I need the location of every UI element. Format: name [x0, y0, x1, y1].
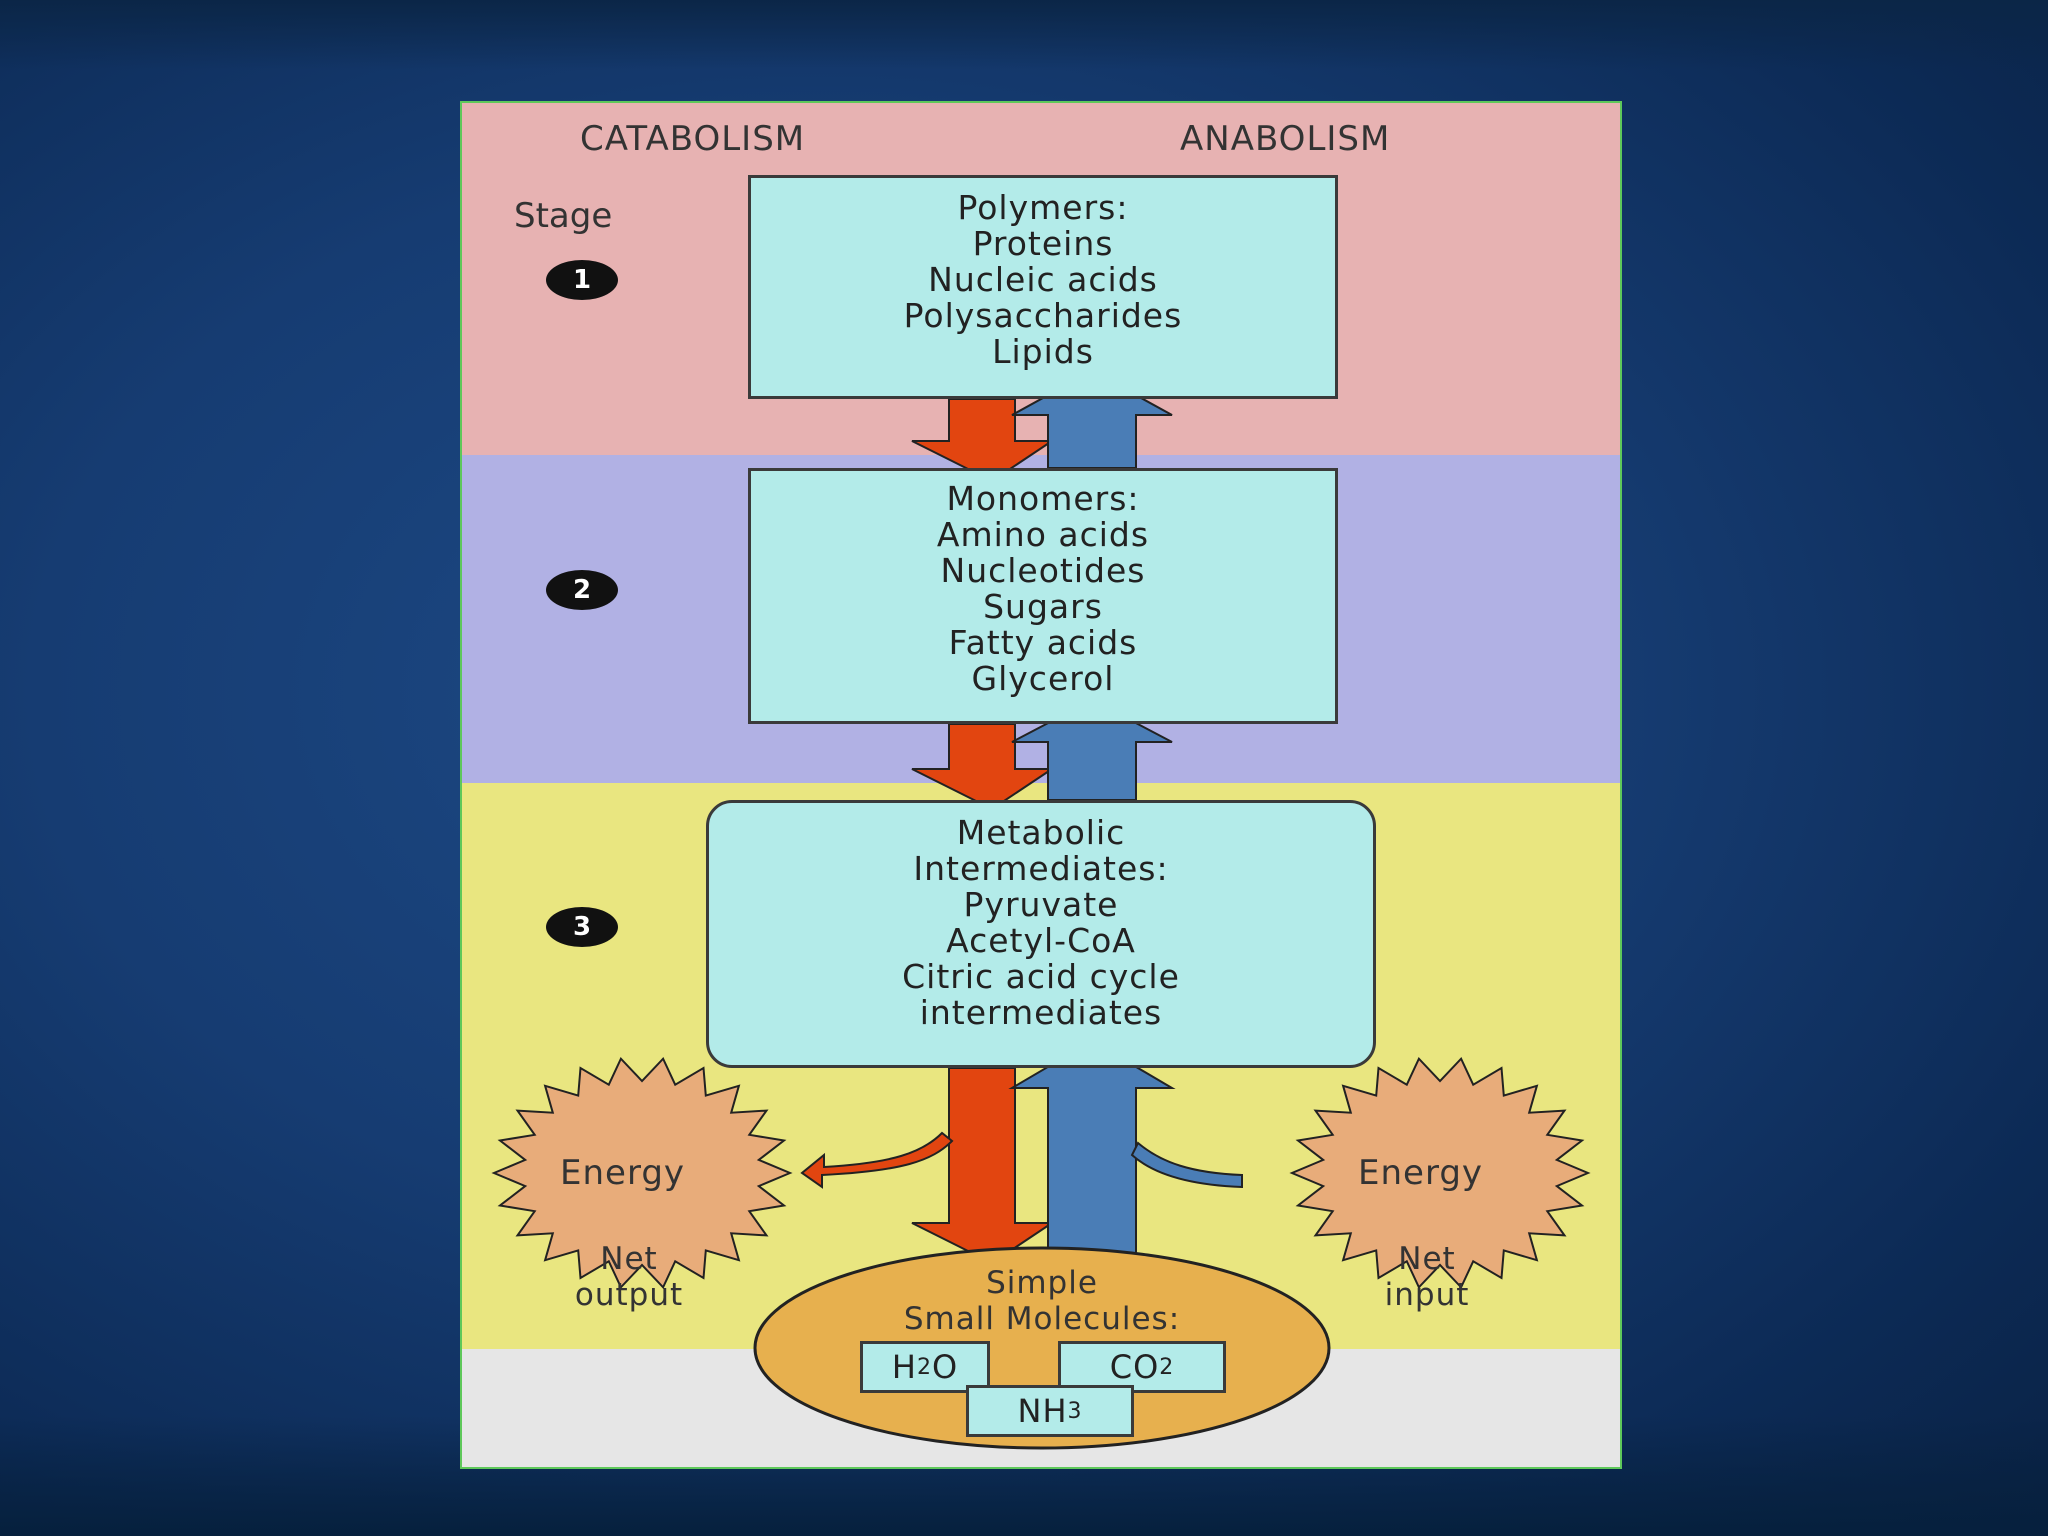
catabolism-arrow-2 — [911, 723, 1056, 811]
net-input-line: input — [1384, 1277, 1470, 1313]
monomers-item: Glycerol — [971, 659, 1115, 698]
simple-molecules-title-line: Small Molecules: — [903, 1301, 1181, 1337]
polymers-title: Polymers: — [957, 188, 1129, 227]
net-output-line: Net — [600, 1241, 658, 1277]
net-output-line: output — [574, 1277, 684, 1313]
metabolic-item: Pyruvate — [963, 885, 1119, 924]
simple-molecules-title: Simple Small Molecules: — [762, 1265, 1322, 1337]
nh3-base: NH — [1017, 1392, 1068, 1430]
stage-label: Stage — [514, 196, 613, 236]
metabolic-title: Metabolic — [956, 813, 1126, 852]
metabolic-title: Intermediates: — [913, 849, 1169, 888]
energy-input-label: Energy — [1358, 1153, 1484, 1193]
metabolic-item: Acetyl-CoA — [946, 921, 1136, 960]
monomers-item: Sugars — [983, 587, 1103, 626]
net-input-line: Net — [1398, 1241, 1456, 1277]
metabolic-intermediates-box: Metabolic Intermediates: Pyruvate Acetyl… — [706, 800, 1376, 1068]
energy-output-arrow — [800, 1131, 954, 1189]
monomers-item: Fatty acids — [948, 623, 1138, 662]
polymers-item: Nucleic acids — [928, 260, 1158, 299]
catabolism-arrow-3 — [911, 1067, 1056, 1265]
anabolism-arrow-3 — [1008, 1039, 1176, 1254]
monomers-title: Monomers: — [946, 479, 1140, 518]
anabolism-header: ANABOLISM — [1180, 119, 1391, 159]
metabolic-item: Citric acid cycle — [902, 957, 1180, 996]
nh3-subscript: 3 — [1067, 1398, 1083, 1424]
polymers-item: Proteins — [972, 224, 1114, 263]
h2o-base: H — [891, 1348, 917, 1386]
simple-molecules-title-line: Simple — [986, 1265, 1098, 1301]
polymers-item: Polysaccharides — [903, 296, 1183, 335]
catabolism-header: CATABOLISM — [580, 119, 806, 159]
monomers-item: Amino acids — [936, 515, 1150, 554]
stage-number-2: 2 — [546, 570, 618, 610]
energy-output-label: Energy — [560, 1153, 686, 1193]
polymers-box: Polymers: Proteins Nucleic acids Polysac… — [748, 175, 1338, 399]
simple-molecules-ellipse — [753, 1246, 1331, 1450]
co2-base: CO — [1109, 1348, 1160, 1386]
energy-input-arrow — [1130, 1141, 1243, 1189]
catabolism-arrow-1 — [911, 398, 1056, 483]
co2-subscript: 2 — [1159, 1354, 1175, 1380]
net-output-label: Net output — [544, 1241, 714, 1313]
metabolism-figure: CATABOLISM ANABOLISM Stage 1 2 3 Polymer… — [460, 101, 1622, 1469]
monomers-box: Monomers: Amino acids Nucleotides Sugars… — [748, 468, 1338, 724]
h2o-rest: O — [931, 1348, 959, 1386]
energy-burst-right-icon — [1289, 1056, 1591, 1290]
slide-background-top — [0, 0, 2048, 70]
stage-number-1: 1 — [546, 260, 618, 300]
h2o-subscript: 2 — [916, 1354, 932, 1380]
flow-arrows — [491, 369, 1591, 1450]
stage-number-3: 3 — [546, 907, 618, 947]
net-input-label: Net input — [1342, 1241, 1512, 1313]
polymers-item: Lipids — [992, 332, 1094, 371]
energy-burst-left-icon — [491, 1056, 793, 1290]
monomers-item: Nucleotides — [940, 551, 1146, 590]
metabolic-item: intermediates — [919, 993, 1163, 1032]
